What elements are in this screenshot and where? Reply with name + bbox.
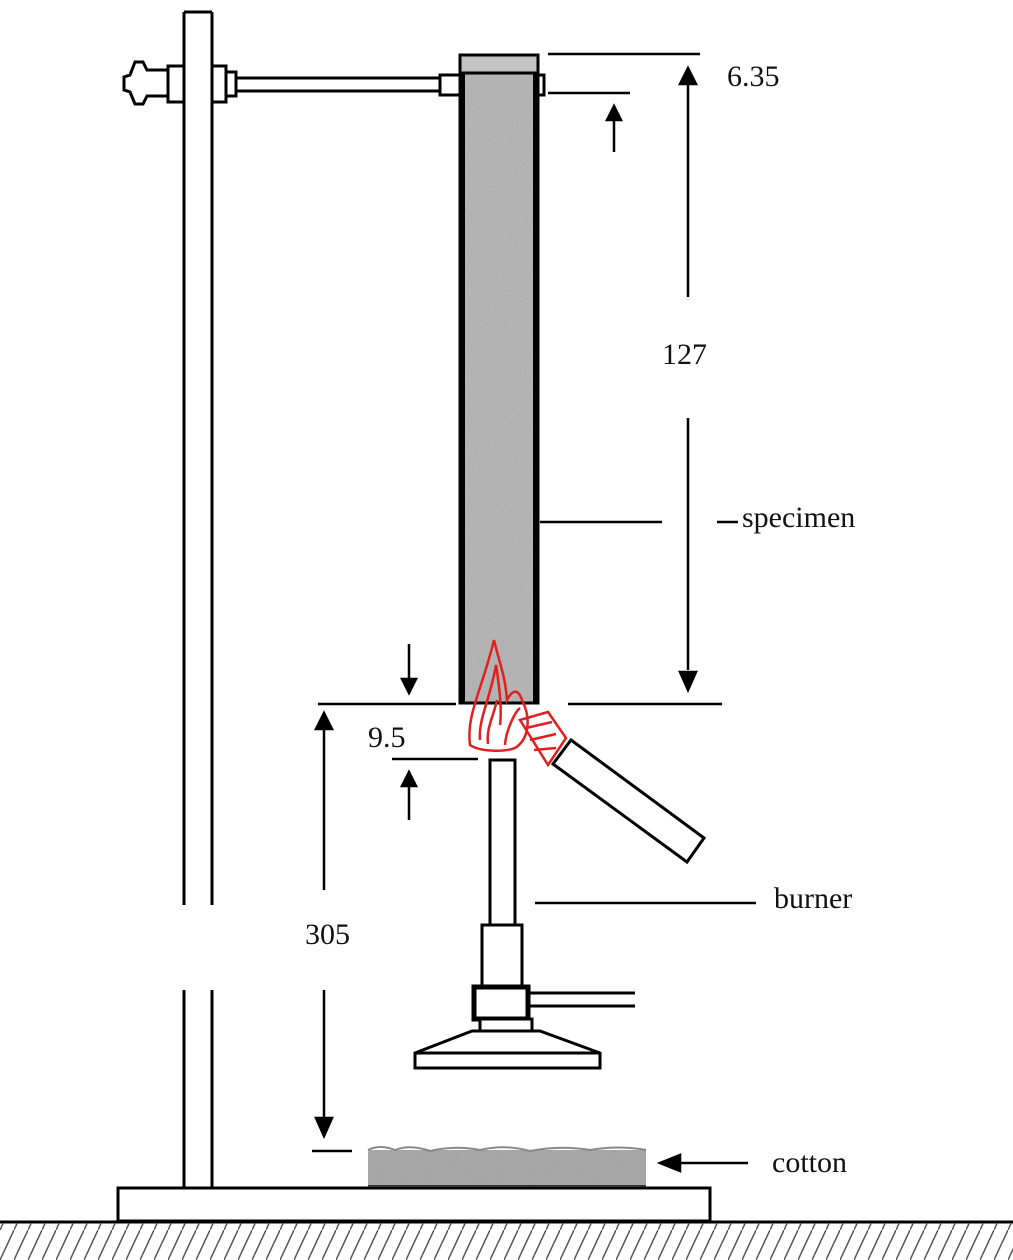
tilted-burner-tube (550, 737, 707, 865)
burner-tube (488, 758, 517, 927)
clamp (122, 60, 546, 106)
specimen-bar (458, 53, 540, 705)
ground (0, 1220, 1013, 1260)
label-cotton: cotton (772, 1146, 847, 1179)
label-burner: burner (774, 882, 852, 915)
clamp-collar-right (224, 70, 238, 98)
burner-valve (471, 984, 531, 1022)
flame-icon (468, 639, 568, 768)
clamp-knob (122, 60, 170, 106)
label-specimen-length: 127 (662, 338, 707, 371)
burner (413, 758, 635, 1070)
burner-neck (478, 1017, 534, 1033)
arrow-left-icon (656, 1153, 682, 1173)
label-specimen: specimen (742, 501, 855, 534)
burner-collar (480, 923, 524, 989)
stand-base-plate (116, 1186, 712, 1223)
label-burner-gap: 9.5 (368, 721, 406, 754)
arrow-down-icon (399, 677, 419, 696)
clamp-collar (210, 64, 228, 104)
arrow-down-icon (314, 1116, 334, 1140)
arrow-up-icon (399, 769, 419, 788)
dimension-lines (312, 52, 756, 1173)
stand-pole (182, 10, 214, 1188)
arrow-up-icon (677, 65, 699, 86)
burner-base (413, 1029, 602, 1070)
arrow-up-icon (313, 710, 335, 731)
label-cotton-distance: 305 (305, 918, 350, 951)
cotton-pad (367, 1146, 647, 1187)
arrow-up-icon (604, 103, 624, 122)
clamp-block (166, 64, 186, 104)
label-top-offset: 6.35 (727, 60, 780, 93)
arrow-down-icon (678, 670, 698, 694)
